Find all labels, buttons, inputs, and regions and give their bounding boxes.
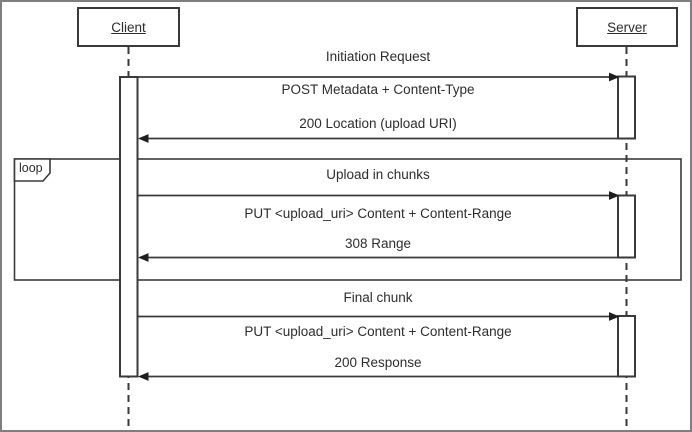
client-actor-box: Client [77, 7, 180, 47]
section-1-request-message: POST Metadata + Content-Type [281, 82, 475, 97]
section-3-title: Final chunk [343, 290, 413, 305]
section-2-request-message: PUT <upload_uri> Content + Content-Range [244, 206, 512, 221]
server-actor-label: Server [607, 19, 647, 35]
server-activation-bar-3 [617, 315, 636, 378]
loop-operator-pentagon [13, 158, 51, 182]
arrowhead-right-3-icon [609, 312, 620, 321]
section-2-title: Upload in chunks [326, 167, 430, 182]
section-1-title: Initiation Request [325, 49, 431, 64]
server-activation-bar-2 [617, 194, 636, 259]
arrowhead-left-3-icon [138, 372, 149, 381]
loop-operator-label: loop [19, 161, 43, 175]
arrowhead-right-1-icon [609, 72, 620, 82]
section-2-response-message: 308 Range [344, 236, 412, 251]
arrowhead-right-2-icon [609, 191, 620, 200]
section-3-request-message: PUT <upload_uri> Content + Content-Range [244, 324, 512, 339]
server-activation-bar-1 [617, 75, 636, 140]
section-3-response-message: 200 Response [334, 355, 422, 370]
client-actor-label: Client [111, 19, 146, 35]
arrowhead-left-2-icon [138, 253, 149, 262]
loop-frame [13, 158, 682, 281]
section-1-response-message: 200 Location (upload URI) [299, 116, 457, 131]
server-actor-box: Server [576, 7, 678, 47]
client-activation-bar [119, 76, 139, 378]
arrowhead-left-1-icon [138, 134, 149, 143]
